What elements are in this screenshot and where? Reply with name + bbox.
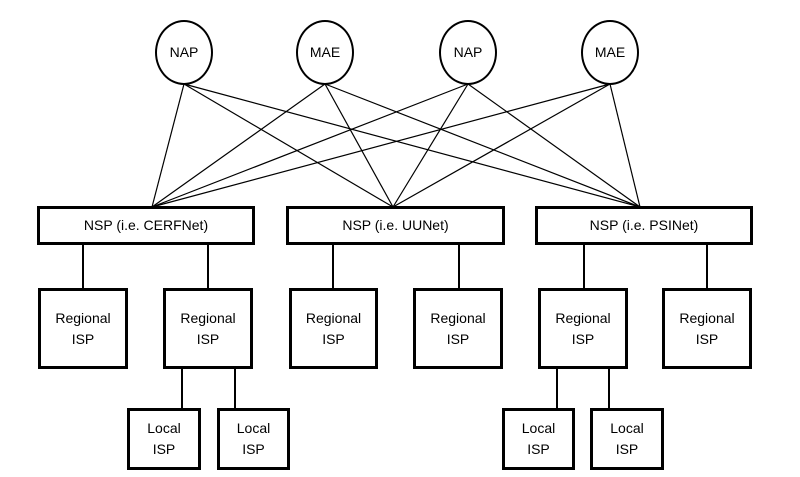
edge-nap2-nsp-uunet — [392, 83, 469, 208]
edge-nap1-nsp-psinet — [183, 83, 641, 208]
node-mae-2-label: MAE — [594, 44, 626, 60]
node-nsp-cerfnet: NSP (i.e. CERFNet) — [37, 206, 255, 245]
node-nsp-cerfnet-label: NSP (i.e. CERFNet) — [83, 217, 209, 233]
edge-mae2-nsp-cerfnet — [151, 83, 611, 208]
edge-nap1-nsp-uunet — [183, 83, 394, 208]
node-mae-1: MAE — [296, 20, 354, 85]
node-local-isp-4: Local ISP — [590, 408, 664, 470]
node-nsp-psinet-label: NSP (i.e. PSINet) — [589, 217, 699, 233]
node-local-isp-2: Local ISP — [217, 408, 290, 470]
node-mae-2: MAE — [581, 20, 639, 85]
node-regional-isp-2: Regional ISP — [163, 288, 253, 369]
node-local-isp-1-label: Local ISP — [147, 420, 181, 457]
node-regional-isp-1: Regional ISP — [38, 288, 128, 369]
node-local-isp-3: Local ISP — [502, 408, 575, 470]
edge-nap1-nsp-cerfnet — [151, 83, 185, 208]
node-regional-isp-6: Regional ISP — [662, 288, 752, 369]
node-local-isp-2-label: Local ISP — [236, 420, 271, 457]
node-regional-isp-4-label: Regional ISP — [430, 309, 486, 347]
node-regional-isp-5: Regional ISP — [538, 288, 628, 369]
node-nsp-psinet: NSP (i.e. PSINet) — [535, 206, 753, 245]
node-nap-2: NAP — [439, 20, 497, 85]
edge-mae2-nsp-psinet — [609, 83, 641, 208]
node-local-isp-4-label: Local ISP — [610, 420, 644, 457]
node-regional-isp-4: Regional ISP — [413, 288, 503, 369]
node-nap-1-label: NAP — [169, 44, 199, 60]
node-local-isp-1: Local ISP — [127, 408, 201, 470]
node-regional-isp-5-label: Regional ISP — [555, 309, 611, 347]
node-local-isp-3-label: Local ISP — [521, 420, 556, 457]
node-nsp-uunet-label: NSP (i.e. UUNet) — [342, 217, 449, 233]
node-regional-isp-6-label: Regional ISP — [679, 309, 735, 347]
node-regional-isp-3: Regional ISP — [289, 288, 378, 369]
node-regional-isp-1-label: Regional ISP — [55, 309, 111, 347]
node-nap-1: NAP — [155, 20, 213, 85]
node-mae-1-label: MAE — [309, 44, 341, 60]
node-nsp-uunet: NSP (i.e. UUNet) — [286, 206, 505, 245]
edge-mae2-nsp-uunet — [392, 83, 611, 208]
edge-mae1-nsp-cerfnet — [151, 83, 326, 208]
node-regional-isp-2-label: Regional ISP — [180, 309, 236, 347]
edge-mae1-nsp-uunet — [324, 83, 394, 208]
node-regional-isp-3-label: Regional ISP — [305, 309, 362, 347]
edge-nap2-nsp-cerfnet — [151, 83, 469, 208]
node-nap-2-label: NAP — [453, 44, 483, 60]
edge-mae1-nsp-psinet — [324, 83, 641, 208]
edge-nap2-nsp-psinet — [467, 83, 641, 208]
